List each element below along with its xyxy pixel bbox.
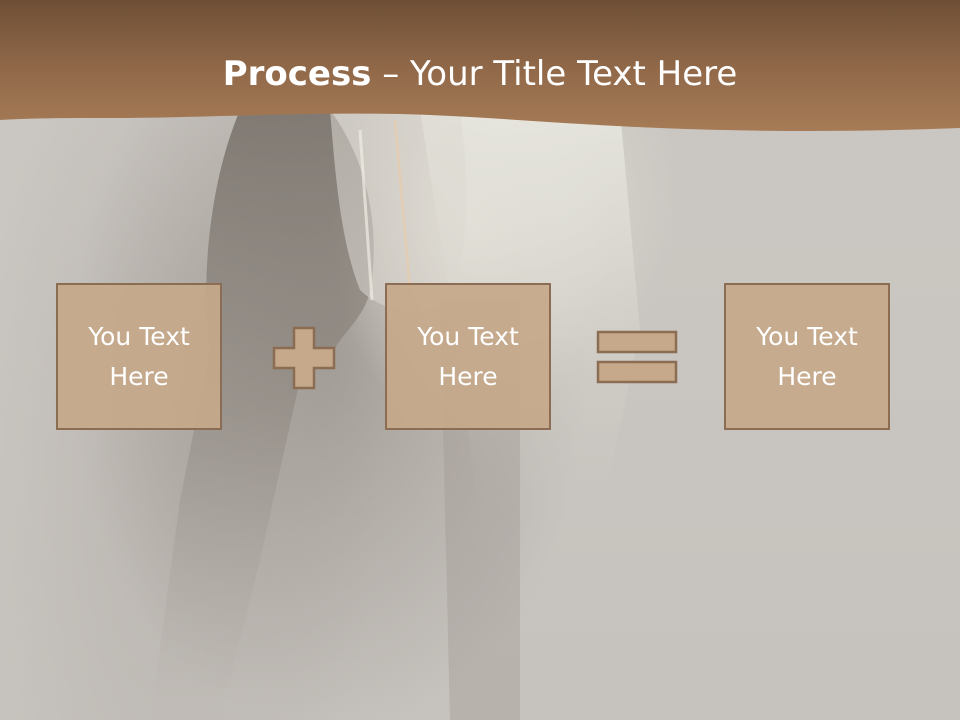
header-band (0, 0, 960, 131)
process-box-1-line-1: You Text (88, 321, 190, 351)
process-box-3[interactable]: You Text Here (724, 283, 890, 430)
process-box-2-text: You Text Here (417, 317, 519, 397)
equals-icon (596, 330, 678, 384)
title-rest: – Your Title Text Here (371, 54, 738, 94)
process-box-1[interactable]: You Text Here (56, 283, 222, 430)
process-box-1-line-2: Here (109, 361, 169, 391)
plus-icon (272, 326, 336, 390)
process-box-3-line-2: Here (777, 361, 837, 391)
process-box-1-text: You Text Here (88, 317, 190, 397)
title-bold: Process (222, 54, 372, 94)
process-box-2-line-2: Here (438, 361, 498, 391)
page-title: Process – Your Title Text Here (0, 52, 960, 96)
process-box-2[interactable]: You Text Here (385, 283, 551, 430)
process-box-3-line-1: You Text (756, 321, 858, 351)
process-box-3-text: You Text Here (756, 317, 858, 397)
process-box-2-line-1: You Text (417, 321, 519, 351)
